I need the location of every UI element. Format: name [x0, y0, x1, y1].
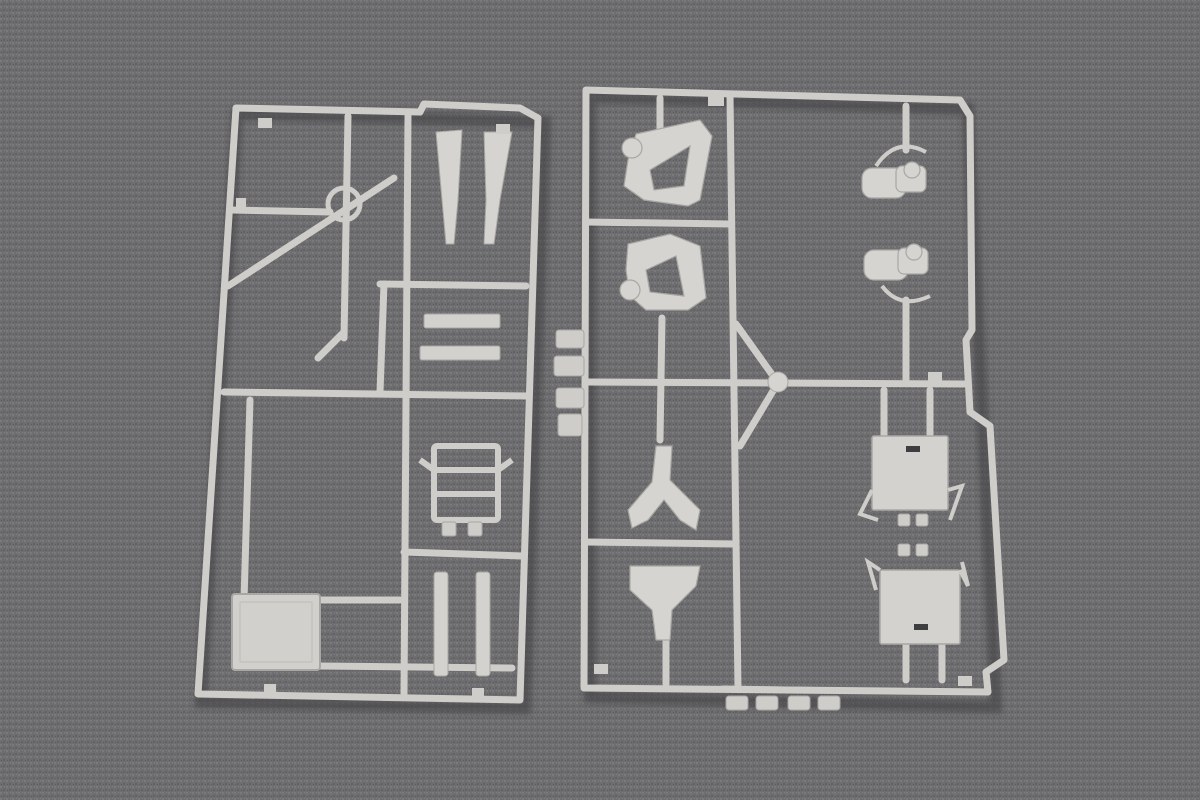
plate-part [231, 593, 321, 671]
right-sprue [553, 86, 1008, 714]
box-part-bottom [864, 557, 970, 645]
box-part-top [857, 435, 966, 522]
left-sprue [194, 100, 552, 715]
left-sprue-frame [194, 100, 542, 704]
wheel-part [325, 185, 363, 223]
a-arm-part [623, 119, 713, 207]
right-sprue-frame [580, 86, 1008, 696]
